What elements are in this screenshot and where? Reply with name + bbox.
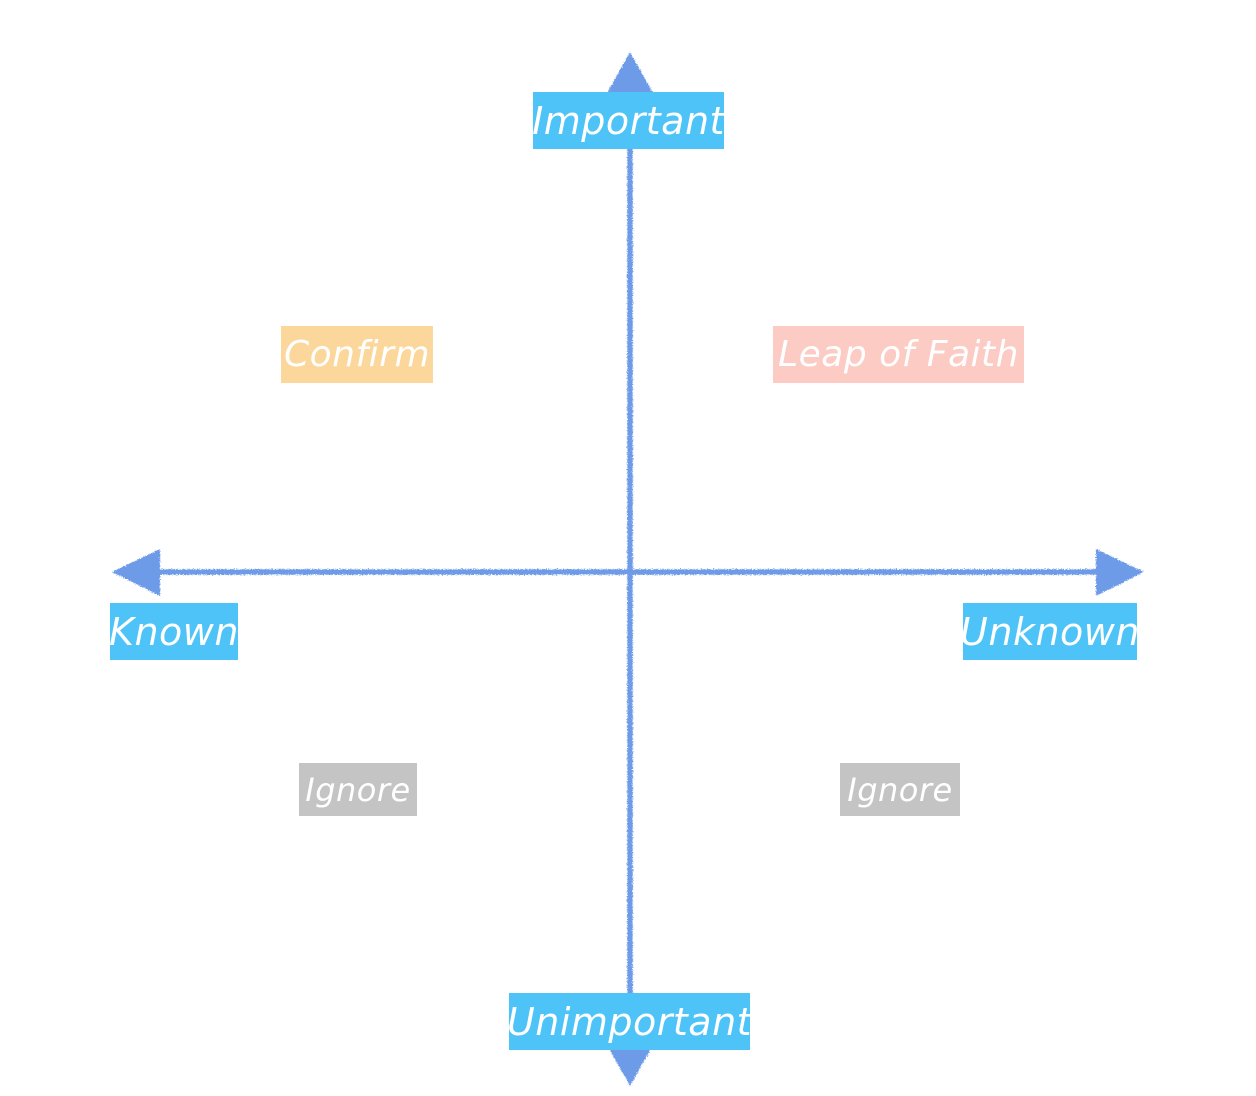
quadrant-ignore-left: Ignore [299, 763, 417, 816]
horizontal-axis [112, 549, 1144, 596]
axis-label-unimportant: Unimportant [507, 993, 752, 1050]
axis-label-known: Known [109, 603, 238, 660]
axis-label-unknown: Unknown [960, 603, 1139, 660]
quadrant-leap-of-faith: Leap of Faith [773, 326, 1024, 383]
quadrant-confirm: Confirm [281, 326, 433, 383]
vertical-axis [603, 52, 657, 1086]
quadrant-ignore-right: Ignore [840, 763, 960, 816]
axis-label-important: Important [532, 92, 724, 149]
